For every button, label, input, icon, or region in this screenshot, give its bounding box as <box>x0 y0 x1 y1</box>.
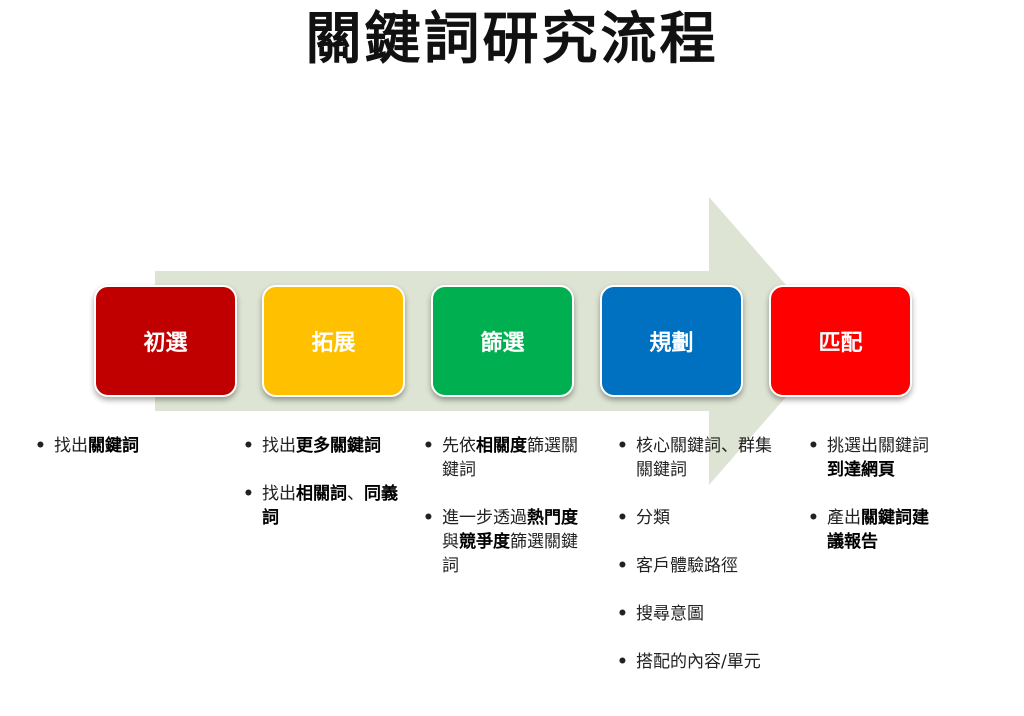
detail-text-bold: 到達網頁 <box>827 460 895 480</box>
bullet-icon: • <box>808 508 819 528</box>
detail-text: 篩選關鍵詞 <box>442 532 578 576</box>
stage-label-plan: 規劃 <box>649 331 694 356</box>
stage-box-match: 匹配 <box>769 285 912 397</box>
detail-text: 搜尋意圖 <box>636 604 704 624</box>
stage-details-initial: • 找出關鍵詞 <box>32 434 182 482</box>
stage-label-match: 匹配 <box>818 331 863 356</box>
stage-box-filter: 篩選 <box>431 285 574 397</box>
detail-text: 與 <box>442 532 459 552</box>
detail-text: 篩選關鍵詞 <box>442 436 578 480</box>
detail-text: 找出 <box>262 436 296 456</box>
bullet-icon: • <box>423 508 434 528</box>
detail-item: • 找出更多關鍵詞 <box>240 434 405 458</box>
bullet-icon: • <box>617 436 628 456</box>
bullet-icon: • <box>35 436 46 456</box>
bullet-icon: • <box>617 652 628 672</box>
detail-item: • 核心關鍵詞、群集關鍵詞 <box>614 434 782 482</box>
stage-label-initial: 初選 <box>143 331 188 356</box>
bullet-icon: • <box>423 436 434 456</box>
detail-text: 找出 <box>262 484 296 504</box>
detail-text: 進一步透過 <box>442 508 527 528</box>
stage-details-expand: •找出更多關鍵詞•找出相關詞、同義詞 <box>240 434 405 554</box>
stage-details-match: • 挑選出關鍵詞到達網頁 • 產出關鍵詞建議報告 <box>805 434 935 578</box>
detail-item: • 搭配的內容/單元 <box>614 650 782 674</box>
stage-details-filter: •先依相關度篩選關鍵詞•進一步透過熱門度與競爭度篩選關鍵詞 <box>420 434 590 602</box>
detail-text-bold: 關鍵詞建議報告 <box>827 508 929 552</box>
diagram-title: 關鍵詞研究流程 <box>305 7 719 72</box>
bullet-icon: • <box>243 484 254 504</box>
detail-item: • 搜尋意圖 <box>614 602 782 626</box>
detail-text: 分類 <box>636 508 670 528</box>
stage-box-plan: 規劃 <box>600 285 743 397</box>
bullet-icon: • <box>243 436 254 456</box>
detail-text-bold: 更多關鍵詞 <box>296 436 381 456</box>
detail-text: 客戶體驗路徑 <box>636 556 738 576</box>
detail-text-bold: 相關度 <box>476 436 527 456</box>
detail-text-bold: 競爭度 <box>459 532 510 552</box>
detail-text: 先依 <box>442 436 476 456</box>
detail-text: 、 <box>347 484 364 504</box>
stage-details-plan: • 核心關鍵詞、群集關鍵詞 • 分類 • 客戶體驗路徑 • 搜尋意圖 • 搭配的內容/單元 <box>614 434 782 698</box>
stage-box-initial: 初選 <box>94 285 237 397</box>
detail-text: 搭配的內容/單元 <box>636 652 761 672</box>
detail-text: 挑選出關鍵詞 <box>827 436 929 456</box>
detail-text: 核心關鍵詞、群集關鍵詞 <box>636 436 772 480</box>
detail-item: • 找出關鍵詞 <box>32 434 182 458</box>
detail-text: 產出 <box>827 508 861 528</box>
bullet-icon: • <box>617 604 628 624</box>
detail-text-bold: 相關詞 <box>296 484 347 504</box>
detail-item: • 進一步透過熱門度與競爭度篩選關鍵詞 <box>420 506 590 578</box>
detail-item: • 找出相關詞、同義詞 <box>240 482 405 530</box>
detail-text-bold: 同義詞 <box>262 484 398 528</box>
bullet-icon: • <box>617 556 628 576</box>
stage-label-expand: 拓展 <box>311 331 356 356</box>
detail-item: • 客戶體驗路徑 <box>614 554 782 578</box>
bullet-icon: • <box>617 508 628 528</box>
detail-text-bold: 關鍵詞 <box>88 436 139 456</box>
detail-text: 找出 <box>54 436 88 456</box>
detail-item: • 產出關鍵詞建議報告 <box>805 506 935 554</box>
stage-box-expand: 拓展 <box>262 285 405 397</box>
detail-item: • 分類 <box>614 506 782 530</box>
stage-label-filter: 篩選 <box>480 331 525 356</box>
detail-item: • 先依相關度篩選關鍵詞 <box>420 434 590 482</box>
bullet-icon: • <box>808 436 819 456</box>
detail-item: • 挑選出關鍵詞到達網頁 <box>805 434 935 482</box>
detail-text-bold: 熱門度 <box>527 508 578 528</box>
